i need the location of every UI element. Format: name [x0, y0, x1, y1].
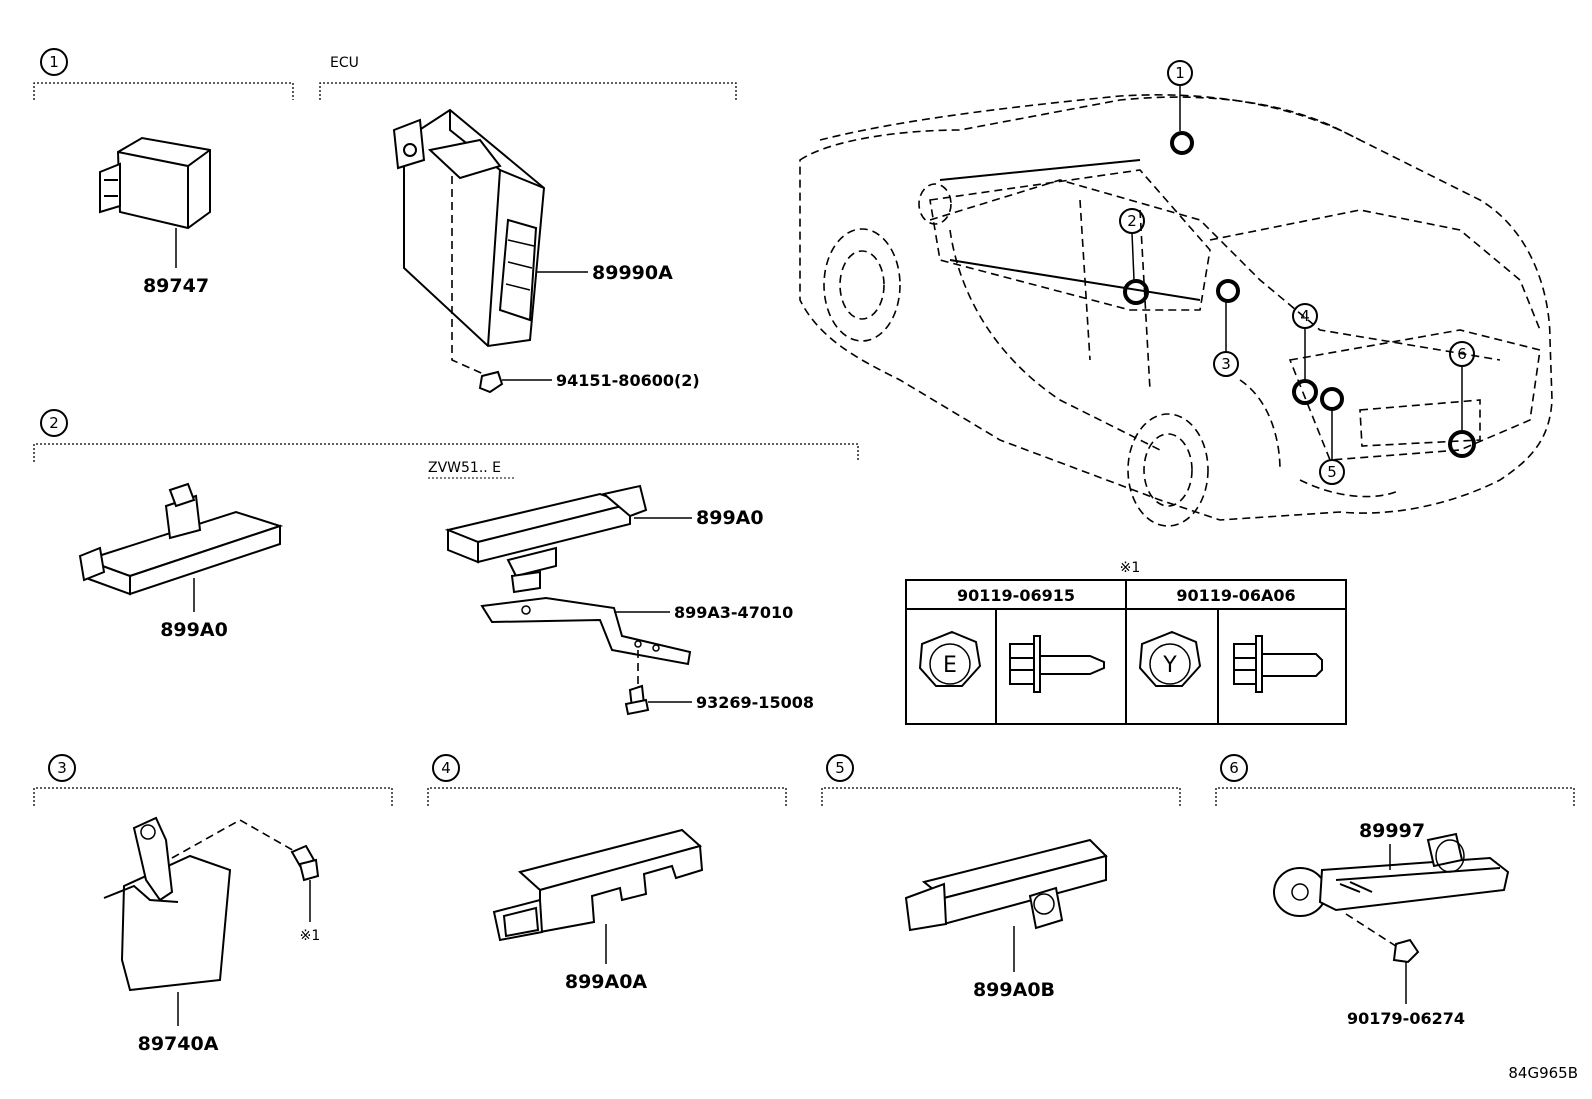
nut-94151-drawing — [478, 370, 504, 394]
car-callout-6: 6 — [1448, 341, 1476, 458]
section-1-badge: 1 — [40, 48, 68, 76]
sensor-89997-drawing — [1273, 832, 1510, 917]
section-4-bracket — [427, 787, 787, 806]
section-6-bracket — [1215, 787, 1575, 806]
section-2: 2 899A0 — [33, 409, 859, 641]
part-89747: 89747 — [143, 275, 209, 297]
svg-text:4: 4 — [1300, 307, 1310, 325]
variant-label: ZVW51.. E — [428, 460, 501, 476]
part-89740A: 89740A — [138, 1033, 219, 1055]
car-callout-2: 2 — [1119, 208, 1149, 305]
svg-text:Y: Y — [1162, 653, 1177, 678]
section-2-bracket — [33, 443, 859, 462]
section-6: 6 89997 90179-06274 — [1215, 754, 1575, 1028]
section-1: 1 89747 — [33, 48, 294, 297]
section-6-badge: 6 — [1220, 754, 1248, 782]
svg-text:5: 5 — [835, 759, 845, 777]
bolt-side-1 — [1009, 635, 1105, 693]
car-callout-5: 5 — [1319, 387, 1345, 485]
svg-text:E: E — [943, 653, 957, 678]
svg-text:1: 1 — [1175, 64, 1185, 82]
bracket-899A3-drawing — [480, 596, 692, 666]
antenna-899A0-right-drawing — [444, 484, 648, 594]
relay-89747-drawing — [99, 136, 211, 230]
svg-text:6: 6 — [1229, 759, 1239, 777]
section-ecu-bracket — [319, 82, 737, 100]
svg-text:6: 6 — [1457, 345, 1467, 363]
sensor-89740A-drawing — [103, 816, 232, 992]
part-94151-80600: 94151-80600(2) — [556, 371, 700, 390]
section-5-badge: 5 — [826, 754, 854, 782]
part-899A0-right: 899A0 — [696, 507, 764, 529]
antenna-899A0-left-drawing — [78, 482, 284, 596]
part-89997: 89997 — [1359, 820, 1425, 842]
svg-text:4: 4 — [441, 759, 451, 777]
section-1-bracket — [33, 82, 294, 100]
screw-93269-drawing — [624, 684, 650, 716]
part-899A3-47010: 899A3-47010 — [674, 603, 793, 622]
section-4: 4 899A0A — [427, 754, 787, 993]
section-2-badge: 2 — [40, 409, 68, 437]
antenna-899A0B-drawing — [904, 838, 1108, 932]
svg-text:3: 3 — [57, 759, 67, 777]
svg-text:2: 2 — [1127, 212, 1137, 230]
section-4-badge: 4 — [432, 754, 460, 782]
note-mark-3: ※1 — [300, 928, 321, 944]
car-callout-4: 4 — [1292, 303, 1318, 405]
svg-text:2: 2 — [49, 414, 59, 432]
note-table-mark: ※1 — [1120, 560, 1141, 576]
bolt-head-Y: Y — [1138, 630, 1202, 687]
section-zvw51: ZVW51.. E 899A0 899A3-47010 93269-15008 — [428, 460, 814, 716]
sensor-dash-line — [171, 819, 297, 859]
part-899A0B: 899A0B — [973, 979, 1055, 1001]
bolt-head-E: E — [918, 630, 982, 687]
ecu-dash-line — [451, 176, 489, 377]
note-table: ※1 90119-06915 90119-06A06 E Y — [905, 560, 1347, 725]
sensor-6-dash-line — [1345, 913, 1403, 951]
svg-text:5: 5 — [1327, 463, 1337, 481]
note-header-1: 90119-06915 — [957, 586, 1075, 605]
bolt-side-2 — [1233, 635, 1323, 693]
car-callout-3: 3 — [1213, 279, 1240, 377]
note-header-2: 90119-06A06 — [1176, 586, 1295, 605]
section-5-bracket — [821, 787, 1181, 806]
svg-text:1: 1 — [49, 53, 59, 71]
section-3-badge: 3 — [48, 754, 76, 782]
section-ecu: ECU 89990A 94151-80600(2) — [319, 55, 737, 394]
diagram-code: 84G965B — [1508, 1064, 1578, 1082]
ecu-label: ECU — [330, 55, 359, 71]
part-93269-15008: 93269-15008 — [696, 693, 814, 712]
bolt-89740A-drawing — [290, 844, 320, 882]
section-5: 5 899A0B — [821, 754, 1181, 1001]
section-3-bracket — [33, 787, 393, 806]
part-899A0A: 899A0A — [565, 971, 648, 993]
section-3: 3 ※1 89740A — [33, 754, 393, 1055]
car-callout-1: 1 — [1167, 60, 1194, 155]
ecu-89990A-drawing — [392, 108, 546, 348]
part-899A0-left: 899A0 — [160, 619, 228, 641]
part-89990A: 89990A — [592, 262, 673, 284]
svg-text:3: 3 — [1221, 355, 1231, 373]
nut-90179-drawing — [1392, 938, 1420, 964]
antenna-899A0A-drawing — [492, 828, 704, 942]
car-overview: 1 2 3 4 5 6 — [799, 60, 1553, 527]
part-90179-06274: 90179-06274 — [1347, 1009, 1465, 1028]
